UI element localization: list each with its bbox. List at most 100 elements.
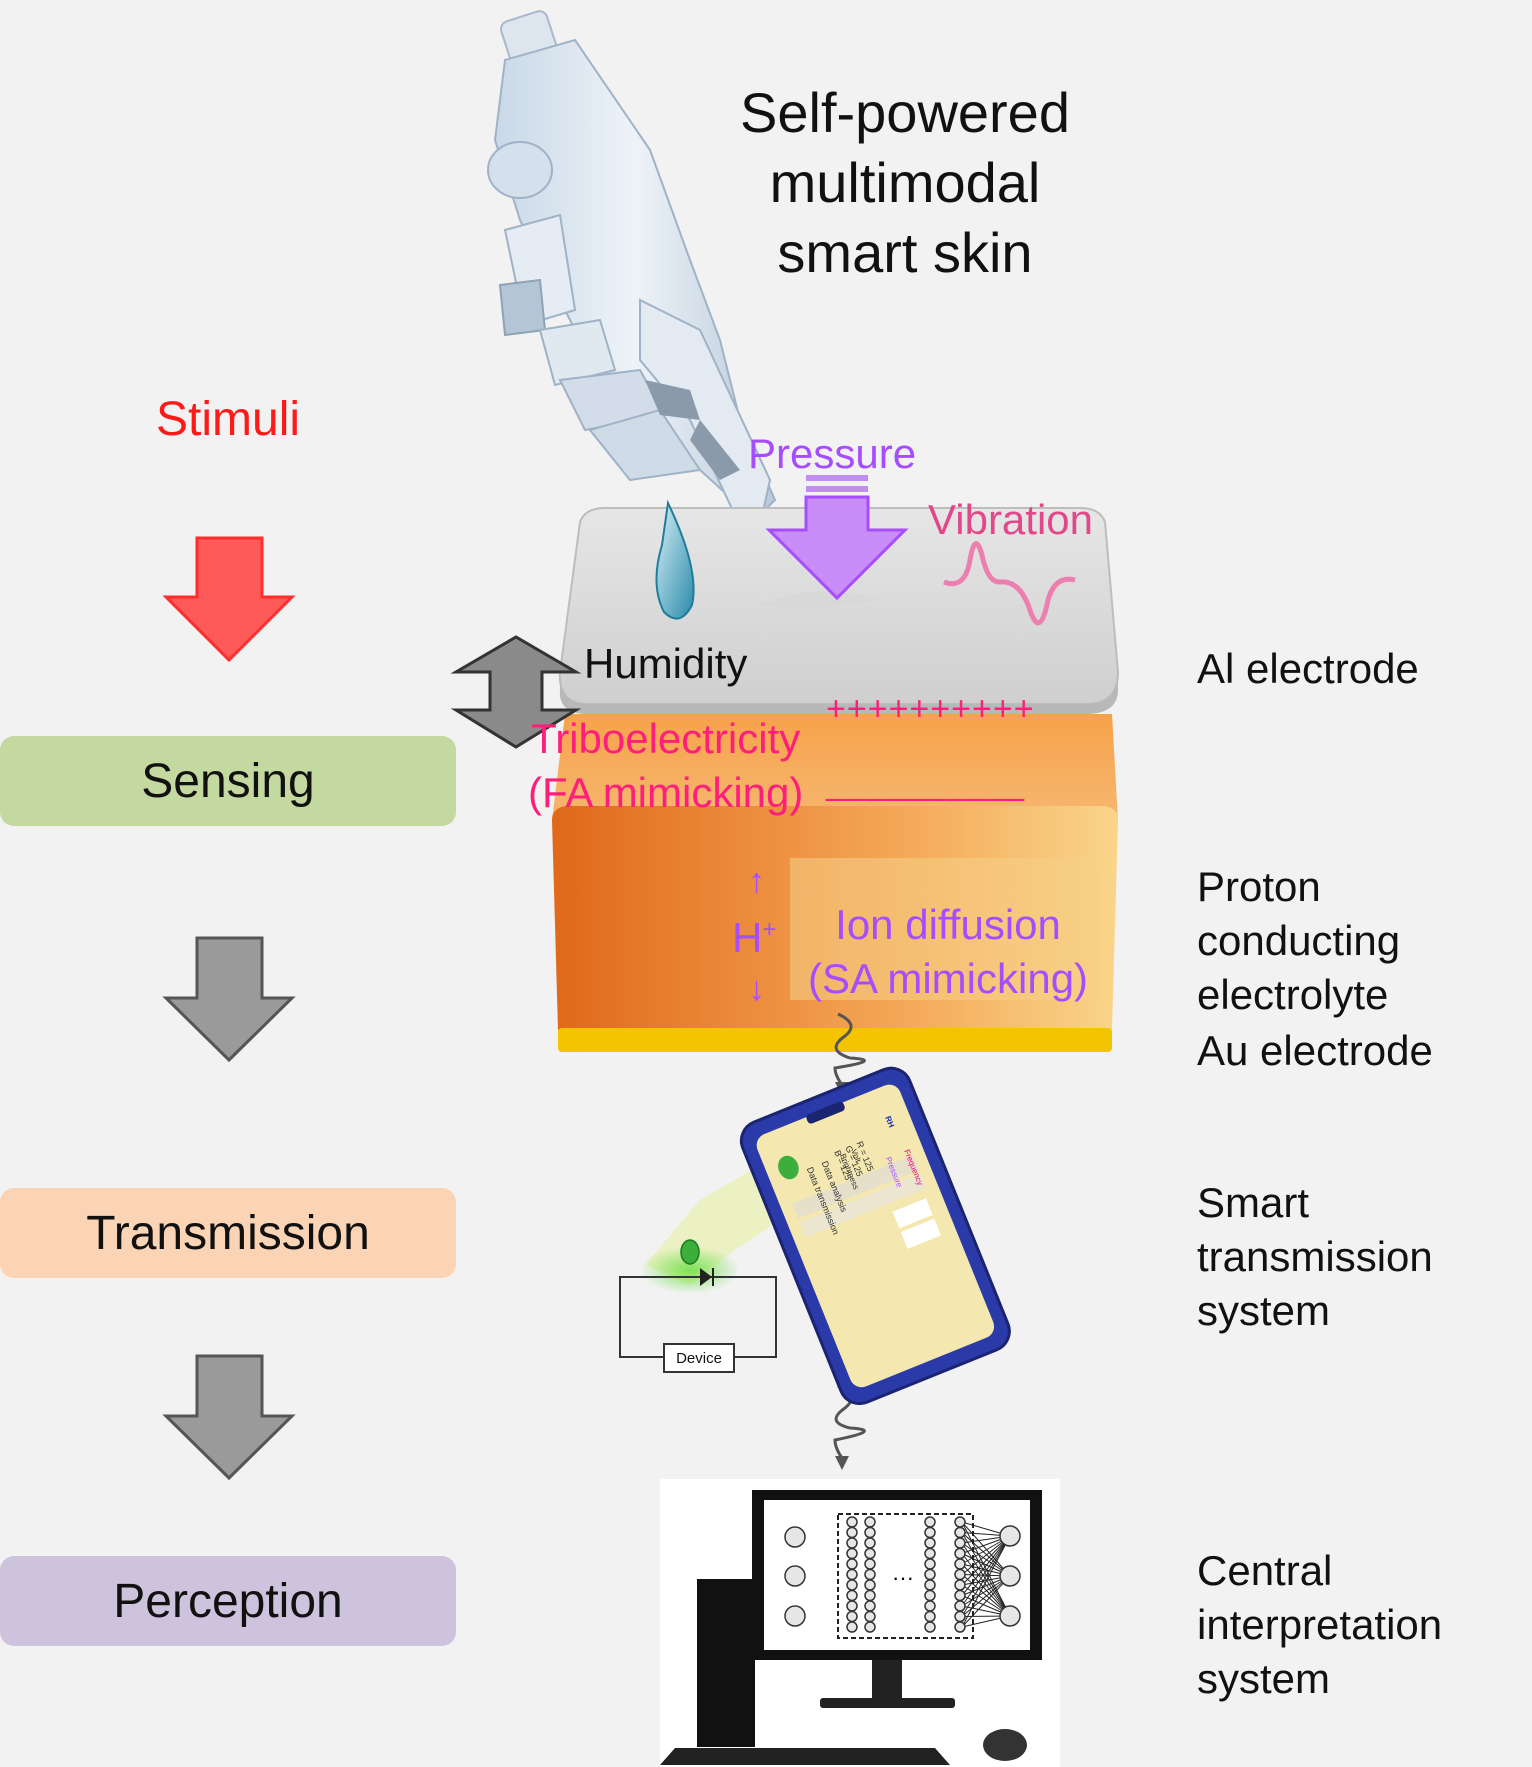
nn-hidden-node xyxy=(846,1579,858,1591)
nn-ellipsis: ··· xyxy=(892,1565,914,1590)
nn-input-node xyxy=(784,1565,806,1587)
sensing-to-transmission-arrow xyxy=(162,936,296,1063)
nn-hidden-node xyxy=(924,1537,936,1549)
nn-hidden-node xyxy=(954,1621,966,1633)
nn-hidden-node xyxy=(924,1600,936,1612)
nn-hidden-node xyxy=(846,1537,858,1549)
nn-hidden-node xyxy=(924,1621,936,1633)
triboelectricity-label: Triboelectricity (FA mimicking) xyxy=(528,712,803,820)
electrolyte-label: Proton conducting electrolyte xyxy=(1197,860,1527,1022)
circuit-device-label: Device xyxy=(676,1350,722,1367)
nn-hidden-node xyxy=(846,1589,858,1602)
positive-charges: ++++++++++ xyxy=(826,690,1035,728)
nn-output-node xyxy=(999,1565,1021,1587)
nn-connection xyxy=(961,1535,1011,1596)
nn-hidden-node xyxy=(846,1526,858,1539)
nn-connection xyxy=(961,1535,1011,1586)
nn-connection xyxy=(961,1563,1011,1617)
central-system-label: Central interpretation system xyxy=(1197,1544,1527,1706)
nn-connection xyxy=(961,1535,1011,1628)
nn-connection xyxy=(961,1553,1011,1617)
electrolyte-block xyxy=(552,714,1118,1052)
al-electrode-plate xyxy=(558,507,1120,714)
central-line-3: system xyxy=(1197,1655,1331,1702)
nn-hidden-node xyxy=(864,1589,876,1602)
nn-hidden-node xyxy=(954,1610,966,1623)
smartphone-illustration xyxy=(739,1066,1011,1406)
nn-hidden-node xyxy=(864,1621,876,1633)
nn-hidden-node xyxy=(924,1568,936,1581)
stage-transmission: Transmission xyxy=(0,1188,456,1278)
nn-connection xyxy=(961,1532,1011,1577)
electrolyte-line-2: conducting xyxy=(1197,917,1401,964)
nn-input-node xyxy=(784,1605,806,1627)
nn-connection xyxy=(961,1535,1011,1607)
nn-hidden-node xyxy=(846,1547,858,1560)
nn-hidden-node xyxy=(954,1537,966,1549)
stimuli-arrow xyxy=(162,536,296,663)
phone-menu-item: RH xyxy=(883,1115,896,1129)
humidity-label: Humidity xyxy=(584,640,748,687)
transmission-line-2: transmission xyxy=(1197,1233,1433,1280)
computer-illustration xyxy=(660,1479,1060,1767)
nn-hidden-node xyxy=(924,1558,936,1570)
nn-hidden-node xyxy=(864,1600,876,1612)
humidity-double-arrow xyxy=(450,635,582,749)
proton-up-arrow: ↑ xyxy=(748,862,765,900)
electrolyte-line-3: electrolyte xyxy=(1197,971,1389,1018)
electrolyte-line-1: Proton xyxy=(1197,863,1321,910)
title-line-3: smart skin xyxy=(777,221,1033,284)
nn-input-node xyxy=(784,1526,806,1548)
central-line-2: interpretation xyxy=(1197,1601,1443,1648)
proton-symbol: H xyxy=(732,914,763,961)
transmission-to-perception-arrow xyxy=(162,1354,296,1481)
nn-output-node xyxy=(999,1605,1021,1627)
nn-hidden-node xyxy=(924,1547,936,1560)
transmission-system-label: Smart transmission system xyxy=(1197,1176,1527,1338)
nn-connection xyxy=(961,1521,1011,1617)
pressure-label: Pressure xyxy=(748,430,917,477)
ion-line-1: Ion diffusion xyxy=(835,901,1061,948)
nn-output-node xyxy=(999,1525,1021,1547)
al-electrode-label: Al electrode xyxy=(1197,645,1419,692)
nn-hidden-node xyxy=(924,1610,936,1623)
stage-sensing: Sensing xyxy=(0,736,456,826)
ion-line-2: (SA mimicking) xyxy=(808,955,1089,1002)
nn-hidden-node xyxy=(846,1558,858,1570)
title-line-1: Self-powered xyxy=(740,81,1070,144)
nn-hidden-node xyxy=(864,1547,876,1560)
transmission-line-3: system xyxy=(1197,1287,1331,1334)
au-electrode-label: Au electrode xyxy=(1197,1027,1433,1074)
nn-hidden-node xyxy=(864,1516,876,1528)
nn-hidden-node xyxy=(864,1526,876,1539)
ion-diffusion-label: Ion diffusion (SA mimicking) xyxy=(808,898,1088,1006)
nn-hidden-node xyxy=(924,1516,936,1528)
vibration-waveform-icon xyxy=(943,541,1076,626)
stage-perception: Perception xyxy=(0,1556,456,1646)
main-title: Self-powered multimodal smart skin xyxy=(700,78,1110,288)
water-droplet-icon xyxy=(655,499,695,620)
robotic-arm-illustration xyxy=(487,10,777,527)
transmission-line-1: Smart xyxy=(1197,1179,1310,1226)
nn-hidden-node xyxy=(864,1558,876,1570)
proton-charge: + xyxy=(762,916,777,943)
nn-hidden-node xyxy=(954,1589,966,1602)
negative-charges: __________ xyxy=(826,764,1026,802)
nn-hidden-node xyxy=(954,1600,966,1612)
stimuli-label: Stimuli xyxy=(156,393,301,446)
proton-down-arrow: ↓ xyxy=(748,970,765,1008)
nn-connection xyxy=(961,1575,1011,1628)
title-line-2: multimodal xyxy=(769,151,1041,214)
nn-hidden-node xyxy=(864,1610,876,1623)
nn-hidden-node xyxy=(846,1516,858,1528)
nn-connection xyxy=(961,1521,1011,1577)
nn-hidden-node xyxy=(924,1589,936,1602)
nn-connection xyxy=(961,1535,1011,1617)
neural-network-diagram: ··· xyxy=(784,1516,1021,1633)
nn-hidden-node xyxy=(954,1579,966,1591)
nn-hidden-node xyxy=(954,1547,966,1560)
nn-hidden-node xyxy=(864,1537,876,1549)
nn-hidden-node xyxy=(954,1568,966,1581)
nn-hidden-node xyxy=(846,1610,858,1623)
